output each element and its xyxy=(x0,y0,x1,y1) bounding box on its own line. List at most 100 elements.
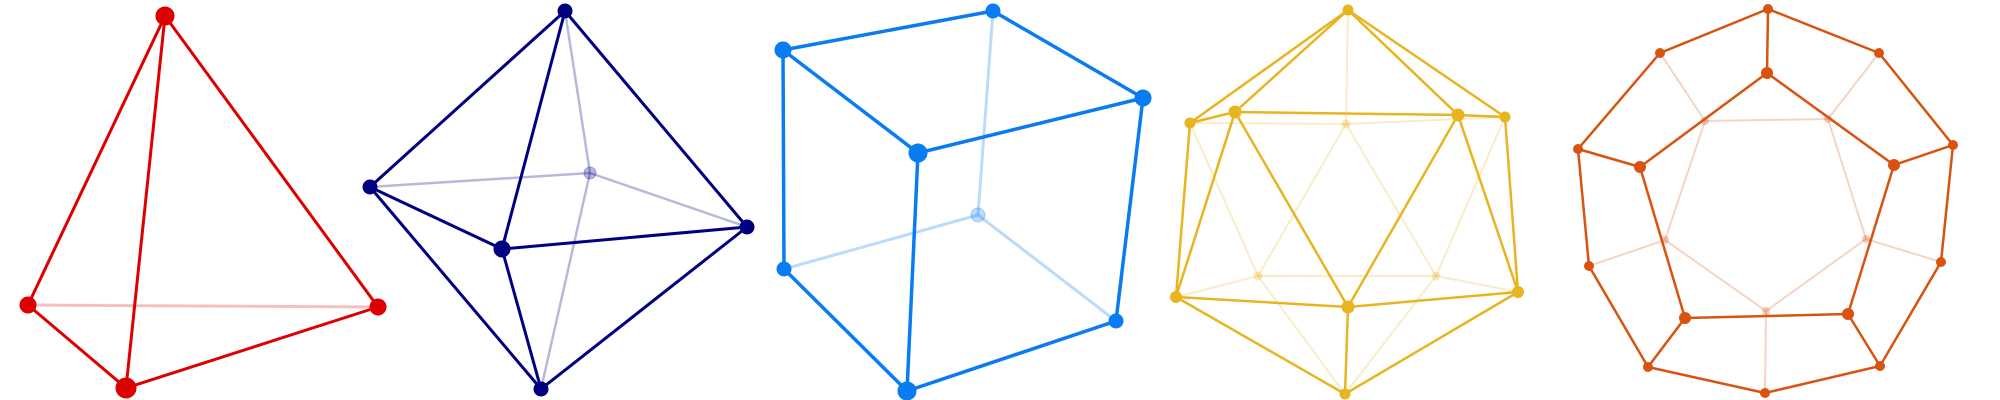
vertex xyxy=(1875,361,1885,371)
vertex xyxy=(1339,388,1351,400)
edge xyxy=(501,225,748,251)
hidden-vertex xyxy=(1701,117,1709,125)
hidden-edge xyxy=(1765,238,1867,312)
edge xyxy=(368,186,543,390)
edge xyxy=(1893,143,1954,167)
vertex xyxy=(1948,140,1958,150)
hidden-edge xyxy=(27,303,379,309)
vertex xyxy=(1584,261,1594,271)
edge xyxy=(1174,122,1192,298)
hidden-edge xyxy=(1345,123,1437,277)
hidden-vertex xyxy=(1862,235,1870,243)
hidden-vertex xyxy=(970,207,986,223)
vertex xyxy=(1761,67,1773,79)
edge xyxy=(1114,97,1145,322)
edge xyxy=(1767,7,1880,55)
edge xyxy=(781,49,786,270)
edge xyxy=(1175,295,1349,309)
hidden-vertex xyxy=(1253,271,1263,281)
hidden-vertex xyxy=(1661,236,1669,244)
vertex xyxy=(1512,286,1524,298)
hidden-edge xyxy=(1345,116,1506,125)
edge xyxy=(163,15,380,308)
edge xyxy=(1684,312,1849,320)
edge xyxy=(540,225,748,391)
edge xyxy=(1343,306,1350,395)
edge xyxy=(1846,164,1896,315)
cube xyxy=(774,3,1152,400)
edge xyxy=(368,9,567,189)
hidden-vertex xyxy=(1762,307,1770,315)
hidden-edge xyxy=(1175,275,1259,298)
hidden-edge xyxy=(1865,238,1942,263)
hidden-edge xyxy=(1664,120,1706,241)
edge xyxy=(369,185,503,251)
hidden-edge xyxy=(1257,275,1346,395)
hidden-vertex xyxy=(1824,115,1832,123)
edge xyxy=(917,96,1144,155)
hidden-edge xyxy=(1704,118,1829,122)
vertex xyxy=(1342,4,1354,16)
hidden-edge xyxy=(1189,122,1259,277)
vertex xyxy=(115,377,137,399)
tetrahedron xyxy=(19,6,387,399)
edge xyxy=(781,48,920,155)
vertex xyxy=(1763,4,1773,14)
edge xyxy=(782,267,909,393)
vertex xyxy=(1134,89,1152,107)
vertex xyxy=(493,240,511,258)
edge xyxy=(1576,148,1591,267)
hidden-edge xyxy=(1345,9,1349,125)
vertex xyxy=(908,143,928,163)
edge xyxy=(1189,8,1349,125)
vertex xyxy=(1573,144,1583,154)
vertex xyxy=(1228,105,1242,119)
hidden-edge xyxy=(1659,52,1706,122)
edge xyxy=(1347,290,1519,309)
vertex xyxy=(1888,159,1900,171)
vertex xyxy=(774,41,792,59)
hidden-edge xyxy=(1827,52,1880,120)
vertex xyxy=(1936,257,1946,267)
edge xyxy=(1175,295,1346,396)
hidden-edge xyxy=(369,171,591,189)
vertex xyxy=(557,3,573,19)
hidden-edge xyxy=(977,213,1117,323)
vertex xyxy=(776,261,792,277)
edge xyxy=(1577,52,1661,150)
edge xyxy=(1764,364,1881,395)
vertex xyxy=(1499,111,1511,123)
edge xyxy=(1846,313,1882,367)
hidden-edge xyxy=(563,10,592,174)
edge xyxy=(1344,290,1519,396)
edge xyxy=(782,9,994,52)
edge xyxy=(1639,71,1768,169)
edge xyxy=(500,10,567,250)
vertex xyxy=(1874,48,1884,58)
hidden-edge xyxy=(1588,239,1666,267)
hidden-edge xyxy=(1435,275,1519,293)
edge xyxy=(1456,114,1520,293)
edge xyxy=(563,10,749,228)
edge xyxy=(1878,52,1954,146)
edge xyxy=(1765,8,1770,74)
edge xyxy=(125,305,379,390)
edge xyxy=(1577,147,1641,169)
vertex xyxy=(1655,48,1665,58)
vertex xyxy=(985,3,1001,19)
edge xyxy=(1347,8,1506,119)
edge xyxy=(1878,261,1943,367)
edge xyxy=(1174,111,1237,298)
edge xyxy=(124,15,167,389)
vertex xyxy=(1108,313,1124,329)
edge xyxy=(1234,9,1349,113)
vertex xyxy=(1634,161,1646,173)
hidden-vertex xyxy=(583,166,597,180)
vertex xyxy=(1451,108,1465,122)
hidden-edge xyxy=(1344,275,1437,395)
vertex xyxy=(1184,117,1196,129)
edge xyxy=(1638,166,1687,319)
vertex xyxy=(1842,308,1854,320)
hidden-edge xyxy=(783,213,979,271)
